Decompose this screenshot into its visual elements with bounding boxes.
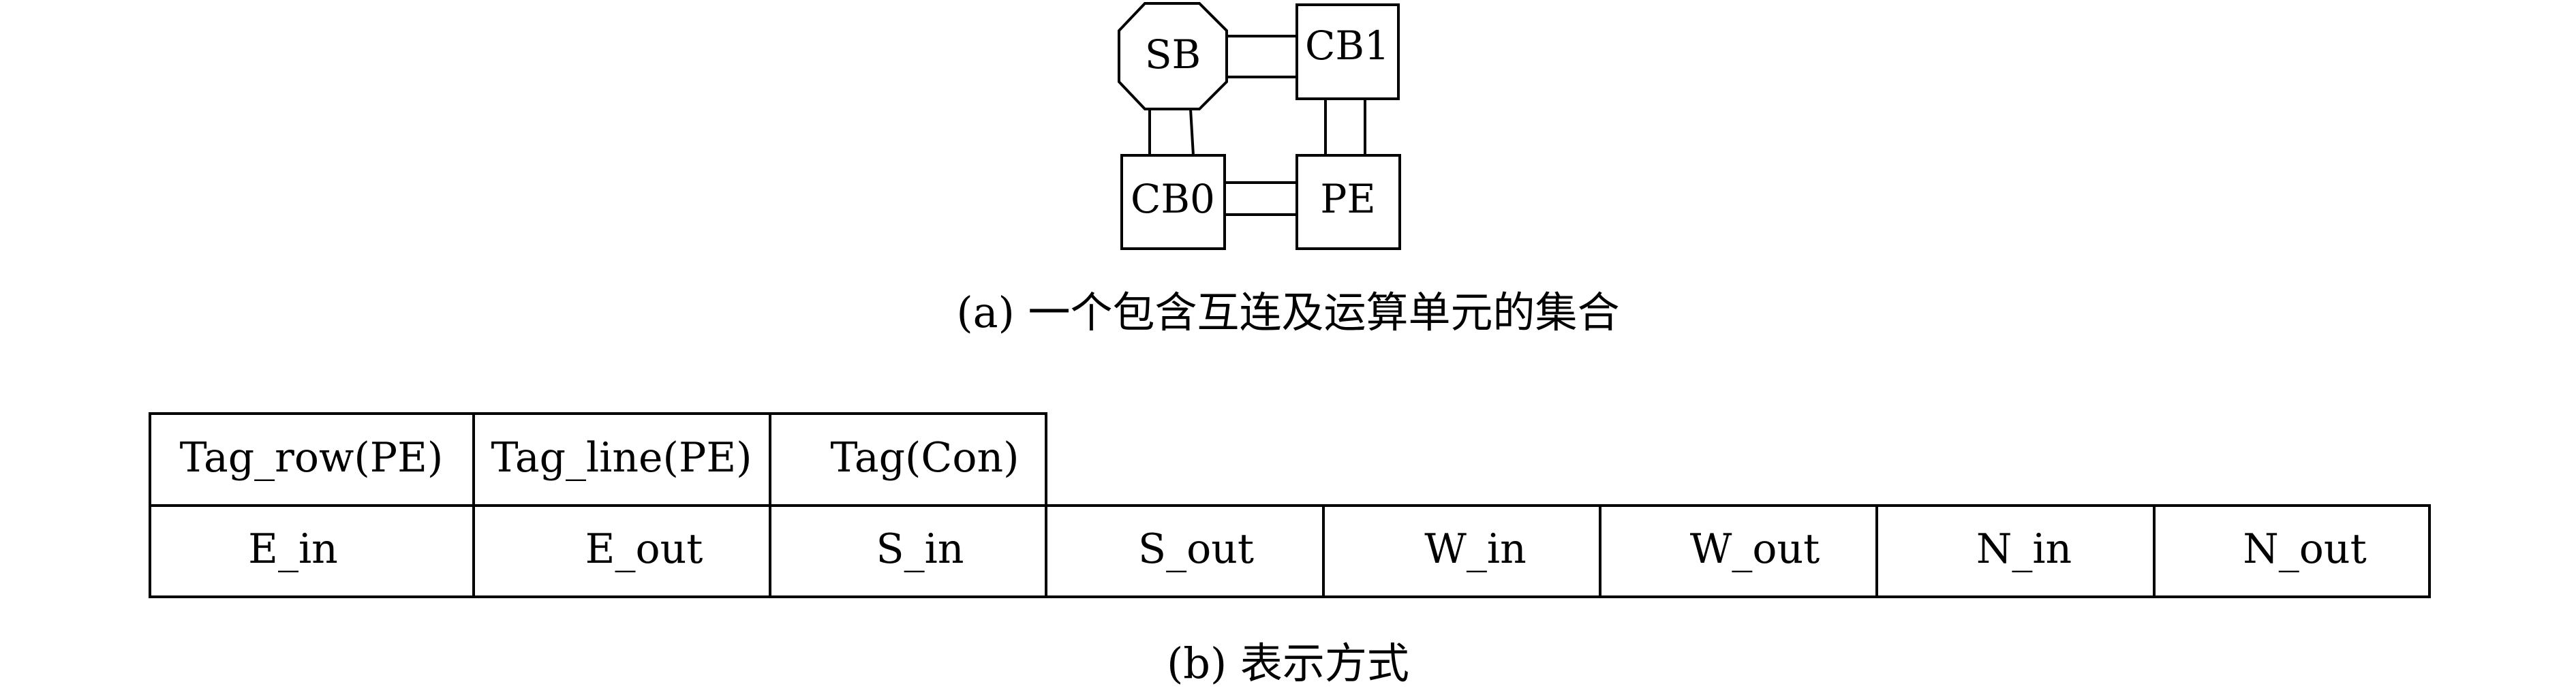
cell-text-n-in: N_in — [1976, 525, 2072, 573]
table-cell-w-in — [1322, 504, 1601, 598]
cell-text-e-in: E_in — [248, 525, 338, 573]
table-cell-n-out — [2153, 504, 2431, 598]
cell-text-w-in: W_in — [1424, 525, 1527, 573]
cell-text-w-out: W_out — [1690, 525, 1820, 573]
table-data-row: E_in E_out S_in S_out W_in W_out N_in N_… — [149, 504, 2431, 598]
caption-b: (b) 表示方式 — [1167, 638, 1409, 688]
cb0-node: CB0 — [1120, 154, 1226, 250]
table-cell-e-in — [149, 504, 475, 598]
pe-node: PE — [1295, 154, 1401, 250]
cb1-label: CB1 — [1305, 22, 1390, 69]
cell-text-s-in: S_in — [876, 525, 964, 573]
header-text-tag-line: Tag_line(PE) — [491, 434, 752, 482]
connection-sb-cb0-right — [1189, 108, 1195, 156]
representation-table: Tag_row(PE) Tag_line(PE) Tag(Con) E_in E… — [149, 412, 2431, 688]
cb1-node: CB1 — [1295, 3, 1400, 100]
cb1-box — [1295, 3, 1400, 100]
caption-a: (a) 一个包含互连及运算单元的集合 — [956, 288, 1619, 337]
pe-label: PE — [1320, 176, 1375, 222]
cb0-label: CB0 — [1131, 176, 1215, 222]
table-cell-s-in — [769, 504, 1047, 598]
sb-node: SB — [1118, 2, 1228, 110]
header-text-tag-row: Tag_row(PE) — [180, 434, 444, 482]
table-cell-n-in — [1875, 504, 2156, 598]
header-text-tag-con: Tag(Con) — [830, 434, 1019, 482]
table-header-row: Tag_row(PE) Tag_line(PE) Tag(Con) — [149, 412, 1047, 507]
cell-text-n-out: N_out — [2243, 525, 2366, 573]
header-cell-tag-con — [769, 412, 1047, 507]
pe-box — [1295, 154, 1401, 250]
cell-text-e-out: E_out — [585, 525, 703, 573]
cb0-box — [1120, 154, 1226, 250]
sb-octagon-shape — [1118, 2, 1228, 110]
cell-text-s-out: S_out — [1138, 525, 1254, 573]
table-cell-e-out — [472, 504, 771, 598]
interconnect-diagram: SB CB1 CB0 PE (a) 一个包含互连及运算单元的集合 — [956, 2, 1620, 337]
header-cell-tag-row — [149, 412, 475, 507]
table-cell-w-out — [1599, 504, 1878, 598]
sb-label: SB — [1145, 31, 1201, 78]
